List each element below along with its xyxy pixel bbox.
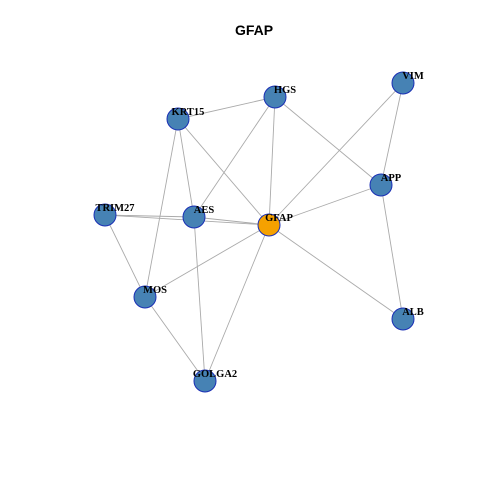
node-vim[interactable] — [391, 71, 415, 95]
edge-aes-golga2 — [193, 216, 206, 382]
node-alb[interactable] — [391, 307, 415, 331]
edge-gfap-mos — [144, 224, 270, 298]
edge-krt15-hgs — [177, 96, 276, 120]
node-label-golga2: GOLGA2 — [193, 369, 237, 380]
edge-aes-gfap — [193, 216, 270, 226]
edge-trim27-mos — [104, 214, 146, 298]
node-gfap[interactable] — [257, 213, 281, 237]
node-label-mos: MOS — [143, 285, 167, 296]
edge-krt15-mos — [144, 118, 179, 298]
edge-hgs-aes — [193, 96, 276, 218]
node-krt15[interactable] — [166, 107, 190, 131]
edge-krt15-gfap — [177, 118, 270, 226]
node-aes[interactable] — [182, 205, 206, 229]
node-golga2[interactable] — [193, 369, 217, 393]
node-app[interactable] — [369, 173, 393, 197]
node-label-alb: ALB — [402, 307, 424, 318]
edge-hgs-app — [274, 96, 382, 186]
edge-vim-app — [380, 82, 404, 186]
graph-title: GFAP — [235, 22, 273, 38]
edge-vim-gfap — [268, 82, 404, 226]
edge-app-alb — [380, 184, 404, 320]
edges-layer — [104, 82, 404, 382]
nodes-layer — [93, 71, 415, 393]
edge-hgs-gfap — [268, 96, 276, 226]
edge-trim27-aes — [104, 214, 195, 218]
edge-krt15-aes — [177, 118, 195, 218]
node-trim27[interactable] — [93, 203, 117, 227]
edge-gfap-alb — [268, 224, 404, 320]
edge-mos-golga2 — [144, 296, 206, 382]
node-label-hgs: HGS — [274, 85, 296, 96]
node-label-trim27: TRIM27 — [95, 203, 134, 214]
node-label-app: APP — [381, 173, 402, 184]
edge-app-gfap — [268, 184, 382, 226]
node-hgs[interactable] — [263, 85, 287, 109]
node-label-gfap: GFAP — [265, 213, 293, 224]
node-mos[interactable] — [133, 285, 157, 309]
node-label-krt15: KRT15 — [172, 107, 205, 118]
edge-gfap-golga2 — [204, 224, 270, 382]
node-label-aes: AES — [194, 205, 215, 216]
node-label-vim: VIM — [402, 71, 424, 82]
